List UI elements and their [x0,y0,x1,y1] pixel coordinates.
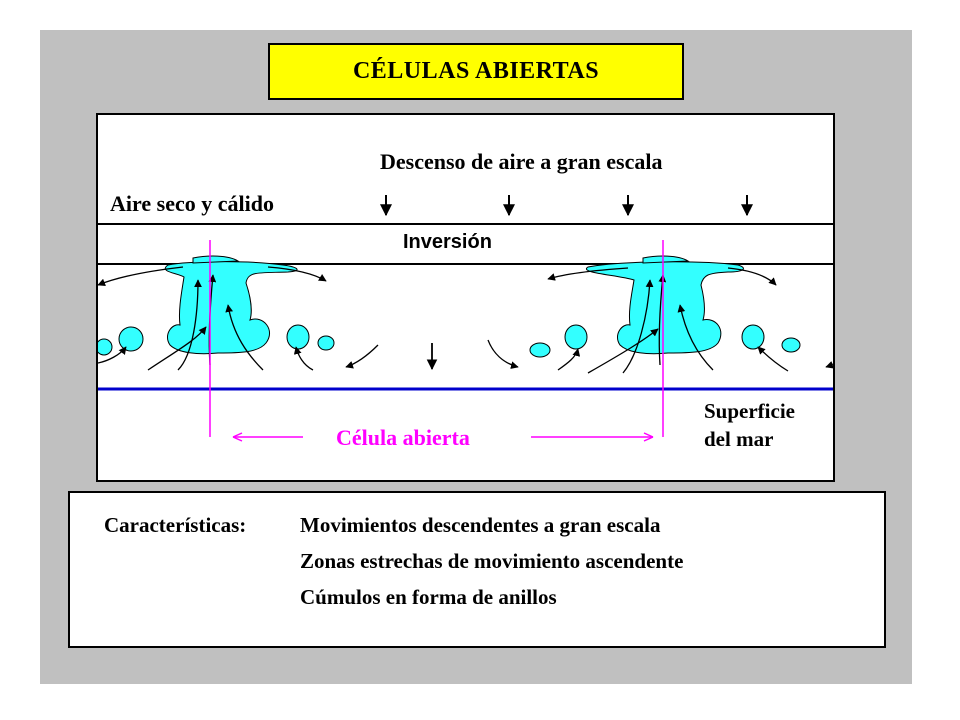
open-cell-diagram [98,195,833,442]
cell-markers [209,240,664,442]
descent-label: Descenso de aire a gran escala [380,149,663,174]
characteristic-item: Movimientos descendentes a gran escala [300,513,661,537]
characteristics-panel: Características: Movimientos descendente… [68,491,886,648]
open-cell-label: Célula abierta [336,425,470,450]
cloud-right [585,255,744,355]
title-box: CÉLULAS ABIERTAS [268,43,684,100]
diagram-panel: Descenso de aire a gran escala Aire seco… [96,113,835,482]
characteristic-item: Zonas estrechas de movimiento ascendente [300,549,684,573]
cloud-left [164,255,298,355]
descent-arrows [380,195,753,217]
characteristics-heading: Características: [104,513,247,537]
sea-surface-label-line2: del mar [704,427,774,451]
dry-air-label: Aire seco y cálido [110,191,274,216]
inversion-label: Inversión [403,231,492,253]
page-title: CÉLULAS ABIERTAS [352,58,600,84]
small-cumulus-clouds [98,324,801,358]
characteristic-item: Cúmulos en forma de anillos [300,585,557,609]
sea-surface-label-line1: Superficie [704,399,795,423]
